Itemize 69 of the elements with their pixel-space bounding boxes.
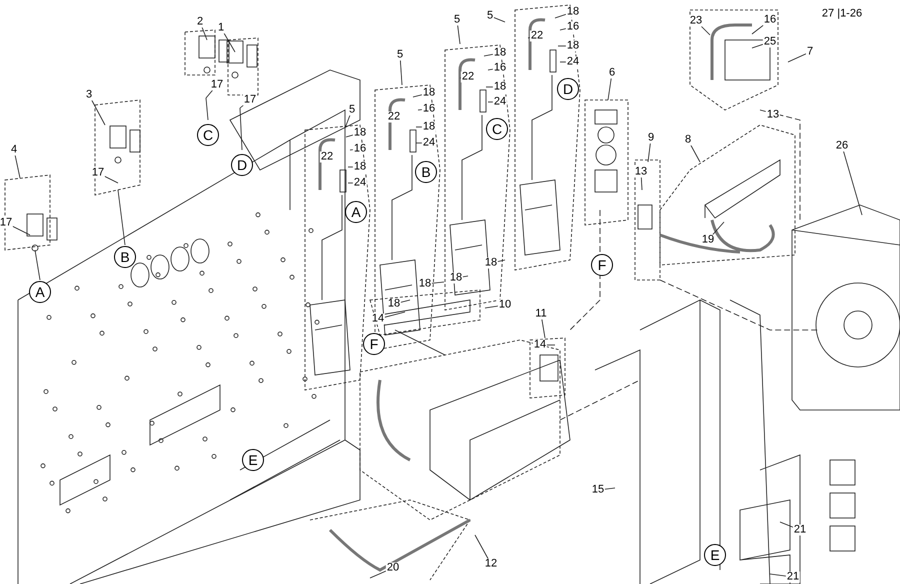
callout-number: 18 bbox=[484, 258, 498, 268]
circled-reference-letter: A bbox=[345, 201, 367, 223]
callout-number: 17 bbox=[0, 218, 14, 228]
figure-number: 27 |1-26 bbox=[822, 8, 862, 20]
callout-number: 2 bbox=[196, 16, 204, 28]
callout-number: 24 bbox=[422, 138, 436, 148]
callout-number: 22 bbox=[530, 30, 544, 42]
callout-number: 4 bbox=[10, 144, 18, 156]
callout-number: 18 bbox=[492, 48, 508, 58]
callout-number: 16 bbox=[566, 22, 580, 32]
callout-number: 14 bbox=[532, 340, 548, 350]
callout-number: 15 bbox=[590, 484, 606, 496]
callout-number: 22 bbox=[320, 152, 334, 162]
circled-reference-letter: A bbox=[29, 281, 51, 303]
callout-number: 21 bbox=[792, 524, 808, 536]
callout-number: 18 bbox=[418, 278, 432, 290]
callout-number: 9 bbox=[646, 132, 656, 144]
callout-number: 17 bbox=[210, 80, 224, 90]
callout-number: 22 bbox=[460, 72, 476, 82]
callout-number: 18 bbox=[386, 298, 402, 310]
callout-number: 19 bbox=[700, 234, 716, 246]
callout-number: 7 bbox=[806, 46, 814, 58]
circled-reference-letter: F bbox=[363, 333, 385, 355]
circled-reference-letter: F bbox=[591, 254, 613, 276]
callout-number: 5 bbox=[452, 14, 462, 26]
callout-number: 21 bbox=[786, 572, 800, 582]
callout-number: 18 bbox=[352, 162, 368, 172]
callout-number: 18 bbox=[422, 88, 436, 98]
callout-number: 10 bbox=[498, 300, 512, 310]
callout-number: 5 bbox=[396, 50, 404, 60]
callout-number: 24 bbox=[492, 96, 508, 108]
circled-reference-letter: B bbox=[415, 161, 437, 183]
circled-reference-letter: C bbox=[486, 118, 508, 140]
callout-number: 16 bbox=[492, 62, 508, 74]
callout-number: 17 bbox=[242, 94, 258, 106]
callout-number: 18 bbox=[566, 40, 580, 52]
circled-reference-letter: D bbox=[557, 78, 579, 100]
callout-number: 26 bbox=[834, 140, 850, 152]
callout-number: 5 bbox=[348, 104, 356, 116]
callout-number: 18 bbox=[566, 6, 580, 18]
circled-reference-letter: E bbox=[704, 544, 726, 566]
callout-number: 17 bbox=[90, 168, 106, 178]
callout-number: 11 bbox=[534, 308, 548, 320]
callout-number: 18 bbox=[492, 82, 508, 92]
callout-number: 23 bbox=[688, 16, 704, 26]
callout-number: 1 bbox=[216, 22, 226, 34]
callout-number: 12 bbox=[484, 558, 498, 570]
callout-number: 25 bbox=[762, 36, 778, 48]
callout-number: 14 bbox=[370, 314, 386, 324]
callout-number: 8 bbox=[684, 134, 692, 146]
callout-number: 24 bbox=[352, 178, 368, 188]
callout-number: 16 bbox=[352, 144, 368, 154]
callout-number: 16 bbox=[762, 14, 778, 26]
callout-number: 18 bbox=[422, 122, 436, 132]
callout-number: 16 bbox=[422, 104, 436, 114]
callout-number: 20 bbox=[386, 562, 400, 574]
callout-number: 18 bbox=[448, 272, 464, 284]
circled-reference-letter: E bbox=[242, 449, 264, 471]
callout-number: 13 bbox=[634, 166, 648, 178]
circled-reference-letter: D bbox=[231, 154, 253, 176]
callout-number: 6 bbox=[608, 68, 616, 78]
circled-reference-letter: B bbox=[114, 246, 136, 268]
callout-number: 24 bbox=[566, 56, 580, 68]
callout-number: 3 bbox=[84, 90, 94, 100]
callout-number: 18 bbox=[352, 128, 368, 138]
callout-number: 13 bbox=[766, 110, 780, 120]
callout-number: 22 bbox=[386, 112, 402, 122]
circled-reference-letter: C bbox=[197, 124, 219, 146]
callout-number: 5 bbox=[486, 10, 494, 22]
